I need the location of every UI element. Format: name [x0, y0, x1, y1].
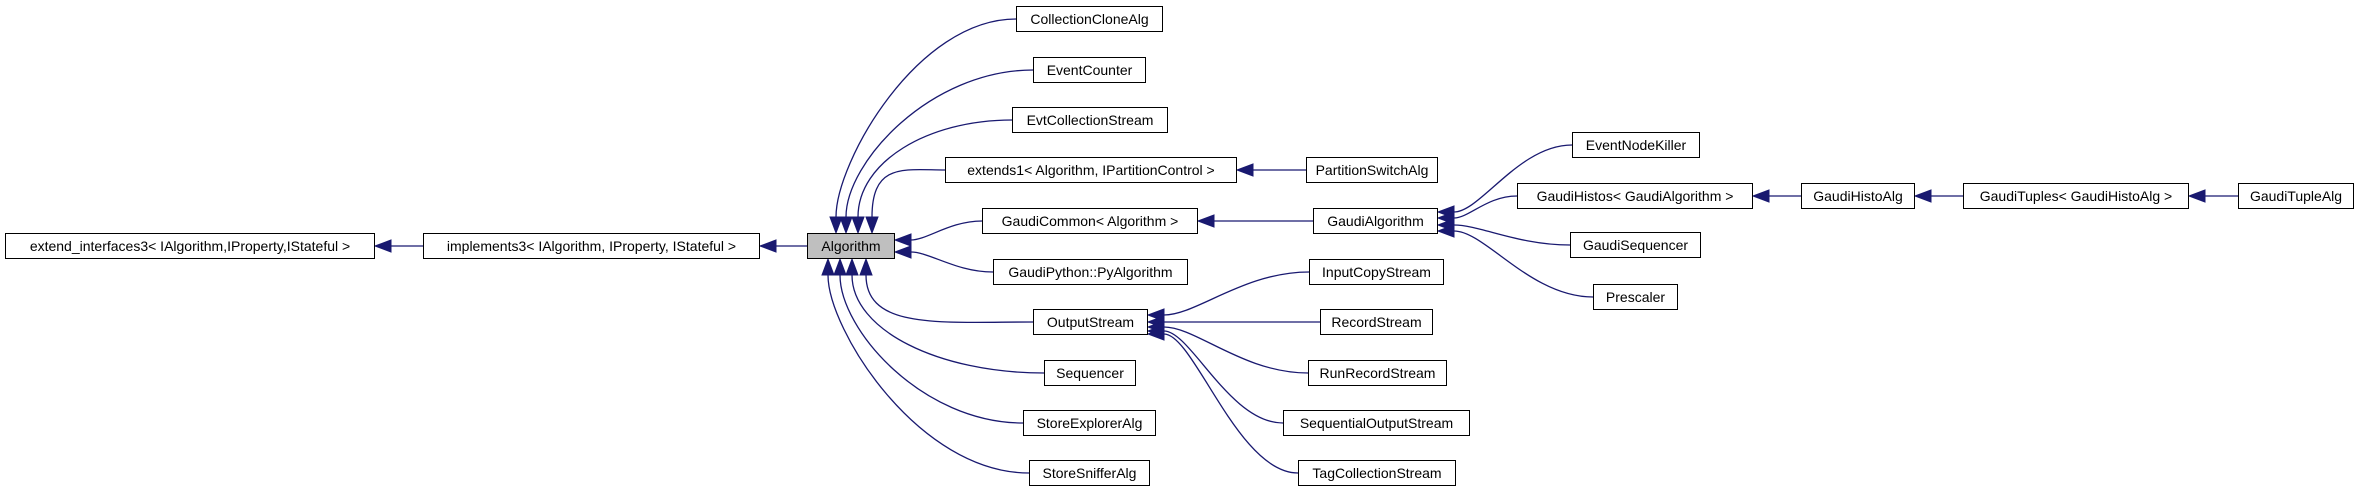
arrowhead — [821, 257, 835, 276]
arrowhead — [893, 245, 912, 259]
class-node-gaudiCommon[interactable]: GaudiCommon< Algorithm > — [982, 208, 1198, 234]
inheritance-edge-partitionSwitchAlg-extends1 — [1235, 163, 1306, 177]
class-node-implements3[interactable]: implements3< IAlgorithm, IProperty, ISta… — [423, 233, 760, 259]
arrowhead — [2187, 189, 2206, 203]
inheritance-edge-algorithm-implements3 — [758, 239, 808, 253]
class-node-outputStream[interactable]: OutputStream — [1033, 309, 1148, 335]
class-node-extend_interfaces3[interactable]: extend_interfaces3< IAlgorithm,IProperty… — [5, 233, 375, 259]
class-node-storeExplorerAlg[interactable]: StoreExplorerAlg — [1023, 410, 1156, 436]
class-node-evtCollectionStream[interactable]: EvtCollectionStream — [1012, 107, 1168, 133]
class-node-gaudiHistoAlg[interactable]: GaudiHistoAlg — [1801, 183, 1915, 209]
arrowhead — [865, 216, 879, 235]
class-node-gaudiPyAlgorithm[interactable]: GaudiPython::PyAlgorithm — [993, 259, 1188, 285]
class-node-eventCounter[interactable]: EventCounter — [1033, 57, 1146, 83]
class-node-sequentialOutputStream[interactable]: SequentialOutputStream — [1283, 410, 1470, 436]
arrowhead — [1913, 189, 1932, 203]
arrowhead — [1235, 163, 1254, 177]
inheritance-edge-storeExplorerAlg-algorithm — [833, 257, 1024, 424]
class-node-gaudiTuples[interactable]: GaudiTuples< GaudiHistoAlg > — [1963, 183, 2189, 209]
inheritance-edge-collectionCloneAlg-algorithm — [829, 18, 1017, 235]
inheritance-edge-runRecordStream-outputStream — [1146, 320, 1309, 374]
inheritance-edge-recordStream-outputStream — [1146, 315, 1320, 329]
arrowhead — [845, 257, 859, 276]
class-node-storeSnifferAlg[interactable]: StoreSnifferAlg — [1029, 460, 1150, 486]
inheritance-edge-gaudiAlgorithm-gaudiCommon — [1196, 214, 1313, 228]
inheritance-edge-extends1-algorithm — [865, 168, 946, 235]
class-node-algorithm[interactable]: Algorithm — [807, 233, 895, 259]
inheritance-edge-outputStream-algorithm — [859, 257, 1034, 324]
arrowhead — [839, 216, 853, 235]
inheritance-edge-sequentialOutputStream-outputStream — [1146, 324, 1284, 424]
inheritance-edge-evtCollectionStream-algorithm — [851, 119, 1013, 235]
class-node-gaudiAlgorithm[interactable]: GaudiAlgorithm — [1313, 208, 1438, 234]
inheritance-edge-prescaler-gaudiAlgorithm — [1436, 224, 1594, 298]
class-node-eventNodeKiller[interactable]: EventNodeKiller — [1572, 132, 1700, 158]
arrowhead — [833, 257, 847, 276]
arrowhead — [1196, 214, 1215, 228]
class-node-gaudiTupleAlg[interactable]: GaudiTupleAlg — [2238, 183, 2354, 209]
inheritance-edge-implements3-extend_interfaces3 — [373, 239, 424, 253]
inheritance-edge-eventCounter-algorithm — [839, 69, 1034, 235]
inheritance-edge-gaudiTupleAlg-gaudiTuples — [2187, 189, 2238, 203]
class-node-gaudiHistos[interactable]: GaudiHistos< GaudiAlgorithm > — [1517, 183, 1753, 209]
inheritance-edge-storeSnifferAlg-algorithm — [821, 257, 1030, 474]
class-node-tagCollectionStream[interactable]: TagCollectionStream — [1298, 460, 1456, 486]
arrowhead — [893, 233, 912, 247]
arrowhead — [758, 239, 777, 253]
inheritance-edge-tagCollectionStream-outputStream — [1146, 327, 1299, 474]
inheritance-edge-sequencer-algorithm — [845, 257, 1045, 374]
class-node-inputCopyStream[interactable]: InputCopyStream — [1309, 259, 1444, 285]
arrowhead — [1146, 327, 1165, 341]
inheritance-edge-gaudiTuples-gaudiHistoAlg — [1913, 189, 1963, 203]
class-node-collectionCloneAlg[interactable]: CollectionCloneAlg — [1016, 6, 1163, 32]
class-node-recordStream[interactable]: RecordStream — [1320, 309, 1433, 335]
arrowhead — [1751, 189, 1770, 203]
class-node-gaudiSequencer[interactable]: GaudiSequencer — [1570, 232, 1701, 258]
class-node-prescaler[interactable]: Prescaler — [1593, 284, 1678, 310]
inheritance-edge-gaudiPyAlgorithm-algorithm — [893, 245, 994, 273]
arrowhead — [829, 216, 843, 235]
class-node-partitionSwitchAlg[interactable]: PartitionSwitchAlg — [1306, 157, 1438, 183]
inheritance-edge-gaudiCommon-algorithm — [893, 220, 983, 247]
inheritance-edge-gaudiSequencer-gaudiAlgorithm — [1436, 218, 1571, 246]
inheritance-edge-gaudiHistoAlg-gaudiHistos — [1751, 189, 1801, 203]
class-node-runRecordStream[interactable]: RunRecordStream — [1308, 360, 1447, 386]
arrowhead — [373, 239, 392, 253]
arrowhead — [859, 257, 873, 276]
class-node-sequencer[interactable]: Sequencer — [1044, 360, 1136, 386]
arrowhead — [1436, 224, 1455, 238]
class-node-extends1[interactable]: extends1< Algorithm, IPartitionControl > — [945, 157, 1237, 183]
arrowhead — [851, 216, 865, 235]
